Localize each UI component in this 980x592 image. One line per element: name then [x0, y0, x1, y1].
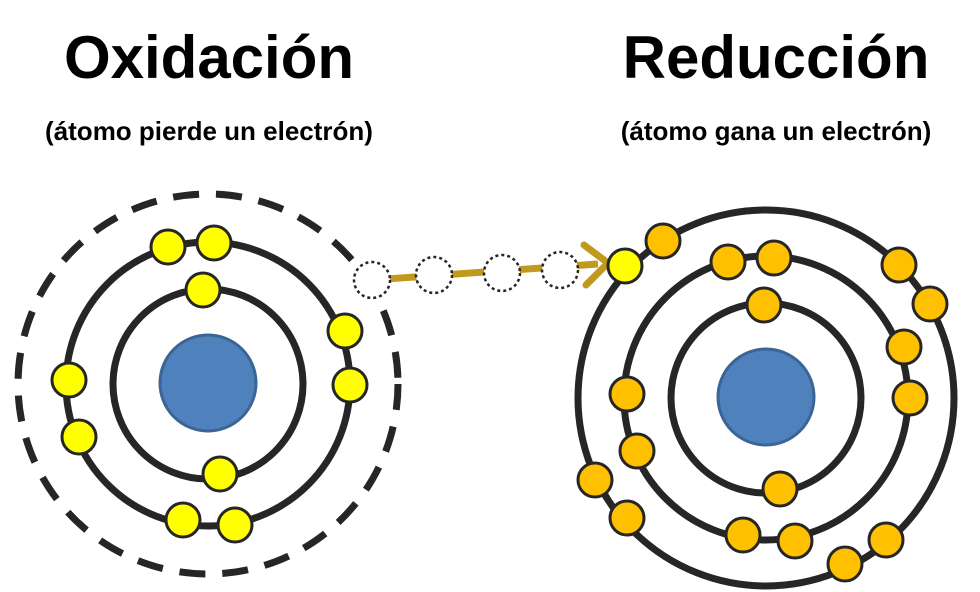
electron: [885, 328, 923, 366]
electron: [164, 501, 202, 539]
electron-path-marker: [414, 255, 454, 295]
oxidation-subtitle: (átomo pierde un electrón): [45, 116, 373, 146]
oxidation-title: Oxidación: [63, 24, 355, 91]
electron-path-marker: [482, 253, 522, 293]
gained-electron: [606, 247, 644, 285]
electron: [326, 312, 364, 350]
electron: [776, 522, 814, 560]
electrons: [576, 222, 949, 583]
electron: [826, 545, 864, 583]
nucleus: [158, 333, 258, 433]
electron-transfer-arrow: [352, 241, 612, 300]
electron-path-marker: [540, 250, 580, 290]
outer-orbit: [574, 206, 958, 590]
electron: [761, 470, 799, 508]
electron: [216, 506, 254, 544]
electron: [618, 432, 656, 470]
electron: [608, 375, 646, 413]
electron: [149, 228, 187, 266]
electron-path-marker: [352, 260, 392, 300]
electron: [195, 224, 233, 262]
electrons: [50, 224, 369, 544]
electron: [709, 243, 747, 281]
electron: [724, 516, 762, 554]
electron: [867, 521, 905, 559]
reduction-atom: [574, 206, 958, 590]
oxidation-atom: [14, 190, 402, 578]
electron: [911, 285, 949, 323]
reduction-title: Reducción: [622, 24, 930, 91]
electron: [576, 461, 614, 499]
electron: [201, 455, 239, 493]
electron: [644, 222, 682, 260]
outer-orbit-dashed: [14, 190, 402, 578]
electron: [60, 418, 98, 456]
electron: [184, 271, 222, 309]
electron: [50, 361, 88, 399]
electron: [331, 366, 369, 404]
electron: [880, 246, 918, 284]
reduction-subtitle: (átomo gana un electrón): [620, 116, 932, 146]
electron: [608, 499, 646, 537]
electron: [891, 379, 929, 417]
electron: [745, 286, 783, 324]
nucleus: [716, 347, 816, 447]
electron: [755, 239, 793, 277]
